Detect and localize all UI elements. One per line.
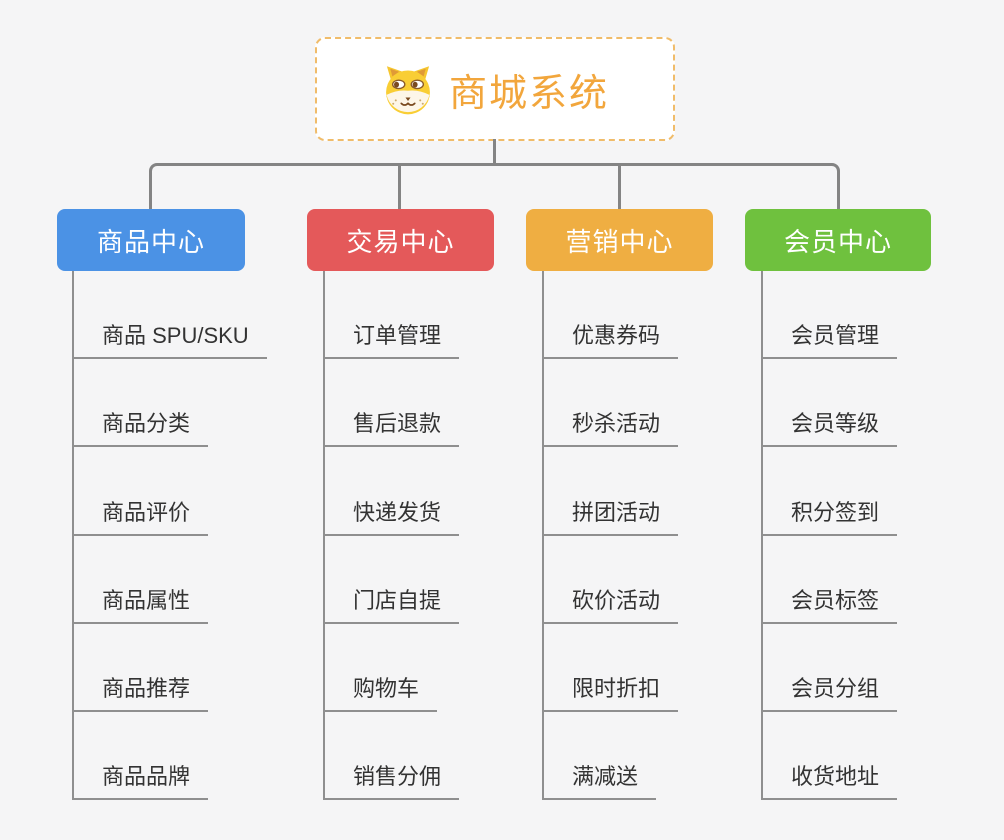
child-node[interactable]: 销售分佣: [323, 712, 460, 801]
root-title: 商城系统: [448, 72, 609, 115]
child-node-label: 订单管理: [323, 318, 460, 360]
dog-face-icon: [381, 62, 435, 116]
root-node[interactable]: 商城系统: [315, 37, 675, 141]
root-connector-line: [493, 139, 496, 165]
child-node[interactable]: 会员等级: [761, 359, 898, 448]
child-node-label: 快递发货: [323, 495, 460, 536]
child-node[interactable]: 拼团活动: [542, 447, 679, 536]
child-node[interactable]: 售后退款: [323, 359, 460, 448]
child-node-label: 售后退款: [323, 406, 460, 448]
child-node[interactable]: 商品推荐: [72, 624, 267, 712]
child-node[interactable]: 会员管理: [761, 271, 898, 360]
child-node[interactable]: 购物车: [323, 624, 459, 712]
child-node[interactable]: 满减送: [542, 712, 678, 801]
child-node-label: 优惠券码: [542, 318, 679, 360]
child-node-label: 会员分组: [761, 671, 898, 712]
child-node[interactable]: 限时折扣: [542, 624, 679, 712]
child-node-label: 拼团活动: [542, 495, 679, 536]
child-node-label: 会员等级: [761, 406, 898, 448]
child-node-label: 商品评价: [72, 495, 209, 536]
child-node[interactable]: 收货地址: [761, 712, 898, 801]
child-node-label: 收货地址: [761, 759, 898, 801]
child-node[interactable]: 积分签到: [761, 447, 898, 536]
child-node-label: 积分签到: [761, 495, 898, 536]
child-node-label: 满减送: [542, 759, 657, 801]
child-node-label: 会员管理: [761, 318, 898, 360]
child-node[interactable]: 秒杀活动: [542, 359, 679, 448]
branch-node-marketing[interactable]: 营销中心: [526, 209, 713, 271]
child-node-label: 商品 SPU/SKU: [72, 318, 267, 360]
child-node[interactable]: 优惠券码: [542, 271, 679, 360]
child-node-label: 秒杀活动: [542, 406, 679, 448]
child-node[interactable]: 商品分类: [72, 359, 267, 448]
child-node[interactable]: 砍价活动: [542, 536, 679, 624]
child-node-label: 砍价活动: [542, 583, 679, 624]
connector-rail-left: [149, 163, 495, 209]
child-node-label: 会员标签: [761, 583, 898, 624]
child-node-label: 商品推荐: [72, 671, 209, 712]
child-node-label: 商品分类: [72, 406, 209, 448]
connector-drop-trade: [398, 165, 401, 209]
child-node[interactable]: 会员标签: [761, 536, 898, 624]
child-node-label: 门店自提: [323, 583, 460, 624]
child-node[interactable]: 商品属性: [72, 536, 267, 624]
child-node[interactable]: 商品评价: [72, 447, 267, 536]
connector-rail-right: [495, 163, 840, 209]
child-node-label: 商品品牌: [72, 759, 209, 801]
branch-node-trade[interactable]: 交易中心: [307, 209, 494, 271]
connector-drop-marketing: [618, 165, 621, 209]
child-node[interactable]: 门店自提: [323, 536, 460, 624]
child-node-label: 商品属性: [72, 583, 209, 624]
branch-children-trade: 订单管理 售后退款 快递发货 门店自提 购物车 销售分佣: [323, 271, 460, 801]
branch-children-product: 商品 SPU/SKU 商品分类 商品评价 商品属性 商品推荐 商品品牌: [72, 271, 267, 801]
child-node[interactable]: 商品品牌: [72, 712, 267, 801]
child-node-label: 销售分佣: [323, 759, 460, 801]
child-node-label: 限时折扣: [542, 671, 679, 712]
child-node-label: 购物车: [323, 671, 438, 712]
child-node[interactable]: 会员分组: [761, 624, 898, 712]
child-node[interactable]: 订单管理: [323, 271, 460, 360]
branch-node-member[interactable]: 会员中心: [745, 209, 931, 271]
branch-node-product[interactable]: 商品中心: [57, 209, 245, 271]
child-node[interactable]: 商品 SPU/SKU: [72, 271, 267, 360]
child-node[interactable]: 快递发货: [323, 447, 460, 536]
branch-children-member: 会员管理 会员等级 积分签到 会员标签 会员分组 收货地址: [761, 271, 898, 801]
branch-children-marketing: 优惠券码 秒杀活动 拼团活动 砍价活动 限时折扣 满减送: [542, 271, 679, 801]
